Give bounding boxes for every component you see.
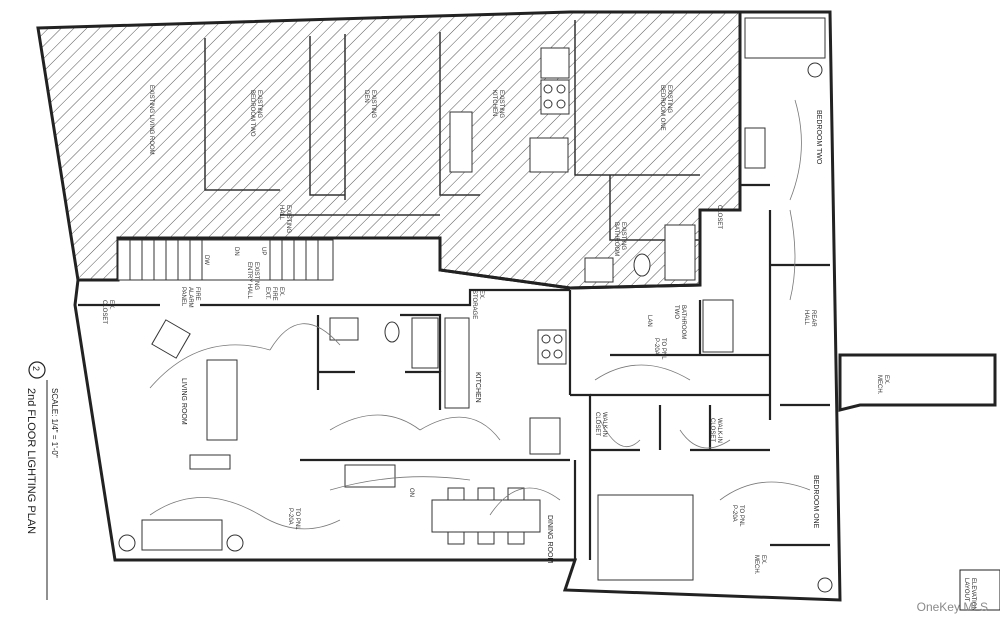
coffee-table [189,454,231,470]
label-bathroom-two: BATHROOMTWO [673,305,686,339]
dining-chairs [447,487,525,545]
label-kitchen: KITCHEN [474,372,481,403]
label-dining-room: DINING ROOM [546,515,553,563]
new-floor-outline [73,10,842,602]
note-to-pnl-1: TO PNLP-20A [287,508,300,530]
label-walk-in-closet-1: WALK-INCLOSET [594,412,607,437]
label-living-room: LIVING ROOM [180,378,187,425]
shower [411,317,439,369]
elevation-box [744,17,826,59]
note-on: ON [408,488,414,497]
label-existing-bedroom-two: EXISTINGBEDROOM TWO [249,90,262,137]
note-to-pnl-2: TO PNLP-20A [653,338,666,360]
sofa [206,359,238,441]
label-bedroom-two: BEDROOM TWO [815,110,822,165]
existing-interior-walls [204,20,700,241]
label-ex-mech-2: EX.MECH. [753,555,766,575]
sofa-bottom [141,519,223,551]
bed [597,494,694,581]
label-existing-living-room: EXISTING LIVING ROOM [148,85,154,155]
mech-bump [838,353,997,412]
label-ex-storage: EX.STORAGE [471,290,484,319]
label-closet: CLOSET [716,205,722,229]
label-existing-hall: EXISTINGHALL [278,205,291,233]
label-existing-den: EXISTINGDEN [363,90,376,118]
fan-bedroom-one [817,577,833,593]
existing-sink-counter [529,137,569,173]
label-up: UP [260,247,266,255]
label-ex-closet: EX.CLOSET [101,300,114,324]
fan-right [226,534,244,552]
kitchen-range [537,329,567,365]
fan-bedroom-two [807,62,823,78]
label-existing-bathroom: EXISTINGBATHROOM [613,222,626,256]
title-scale: SCALE: 1/4" = 1'-0" [50,388,59,458]
fridge [529,417,561,455]
label-ex-fire-ext: EX.FIREEXT. [264,287,284,301]
label-dn: DN [233,247,239,256]
existing-tub [664,224,696,281]
kitchen-counter [444,317,470,409]
lighting-circuits [149,99,811,530]
title-number: 2 [31,366,41,371]
existing-counter [540,47,570,79]
label-lan: LAN [646,315,652,327]
title-text: 2nd FLOOR LIGHTING PLAN [25,388,37,534]
label-existing-bedroom-one: EXISTINGBEDROOM ONE [659,85,672,131]
label-ex-mech-1: EX.MECH. [876,375,889,395]
rear-bath-tub [702,299,734,353]
sheet-fragment: ELEVATIONLAYOUT [963,578,976,611]
drawing-title-block: 2 2nd FLOOR LIGHTING PLAN SCALE: 1/4" = … [25,361,1000,611]
kitchen-island [344,464,396,488]
label-bedroom-one: BEDROOM ONE [812,475,819,529]
existing-toilet [633,253,651,277]
stair [117,239,334,281]
watermark: OneKey MLS [916,600,988,614]
existing-island [449,111,473,173]
note-to-pnl-3: TO PNLP-20A [731,505,744,527]
label-rear-hall: REARHALL [803,310,816,327]
label-dw: DW [203,255,209,265]
fan-left [118,534,136,552]
label-existing-kitchen: EXISTINGKITCHEN [491,90,504,118]
bedroom-two-desk [744,127,766,169]
existing-vanity [584,257,614,283]
armchair [151,319,191,359]
existing-range [540,79,570,115]
label-walk-in-closet-2: WALK-INCLOSET [709,418,722,443]
bath-sink [329,317,359,341]
label-fire-alarm-panel: FIREALARMPANEL [180,287,200,308]
dining-table [431,499,541,533]
label-existing-entry-hall: EXISTINGENTRY HALL [246,262,259,299]
bath-toilet [384,321,400,343]
